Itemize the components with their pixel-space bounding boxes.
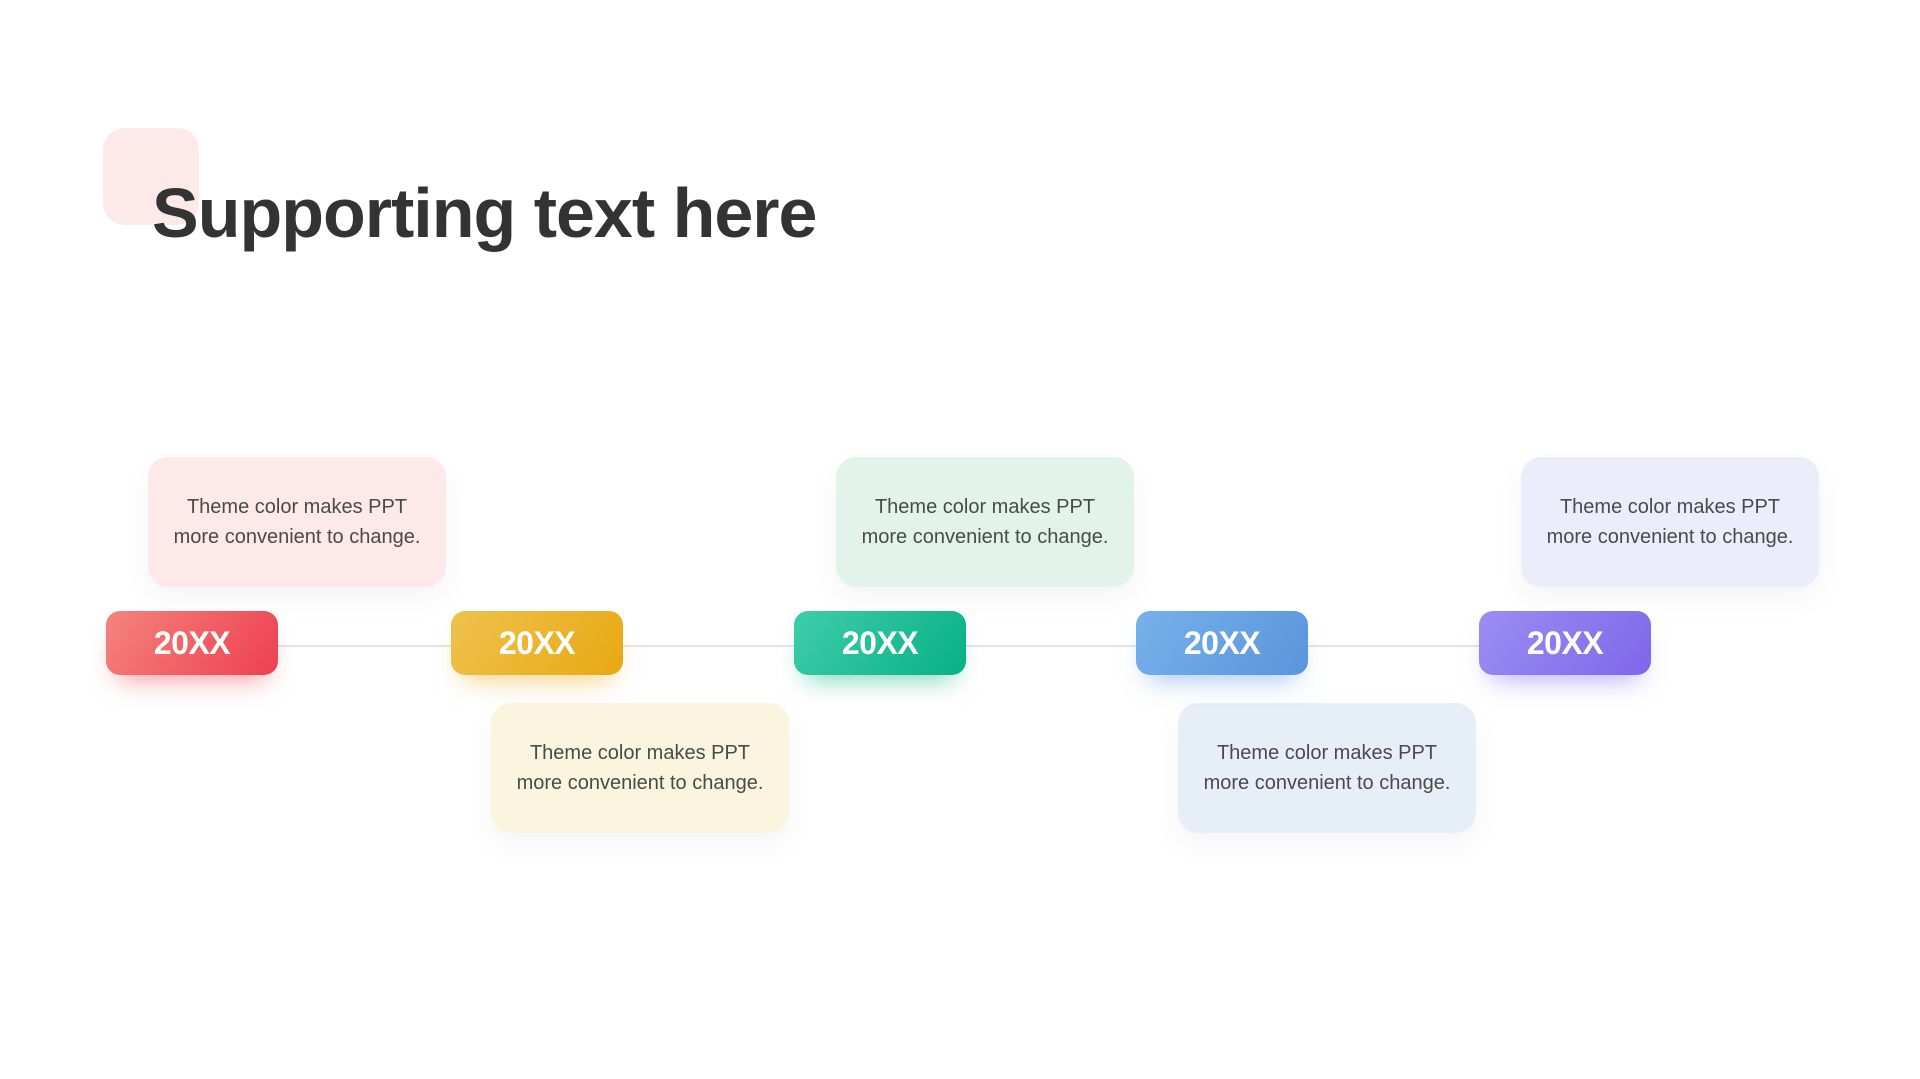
timeline-card-3: Theme color makes PPT more convenient to… [836, 457, 1134, 587]
timeline-year-badge-4: 20XX [1136, 611, 1308, 675]
timeline-year-badge-5: 20XX [1479, 611, 1651, 675]
timeline-card-5: Theme color makes PPT more convenient to… [1521, 457, 1819, 587]
card-text-line: Theme color makes PPT [874, 496, 1096, 518]
title-decoration-square [103, 128, 199, 225]
card-text-line: more convenient to change. [516, 772, 764, 794]
card-text-line: Theme color makes PPT [186, 496, 408, 518]
slide-title: Supporting text here [152, 174, 817, 252]
card-text-line: Theme color makes PPT [529, 742, 751, 764]
timeline-year-badge-2: 20XX [451, 611, 623, 675]
card-text-line: more convenient to change. [1203, 772, 1451, 794]
card-text-line: more convenient to change. [173, 526, 421, 548]
timeline-year-badge-3: 20XX [794, 611, 966, 675]
timeline-card-2: Theme color makes PPT more convenient to… [491, 703, 789, 833]
timeline-card-4: Theme color makes PPT more convenient to… [1178, 703, 1476, 833]
card-text-line: Theme color makes PPT [1559, 496, 1781, 518]
timeline-year-badge-1: 20XX [106, 611, 278, 675]
card-text-line: Theme color makes PPT [1216, 742, 1438, 764]
card-text-line: more convenient to change. [861, 526, 1109, 548]
card-text-line: more convenient to change. [1546, 526, 1794, 548]
timeline-card-1: Theme color makes PPT more convenient to… [148, 457, 446, 587]
